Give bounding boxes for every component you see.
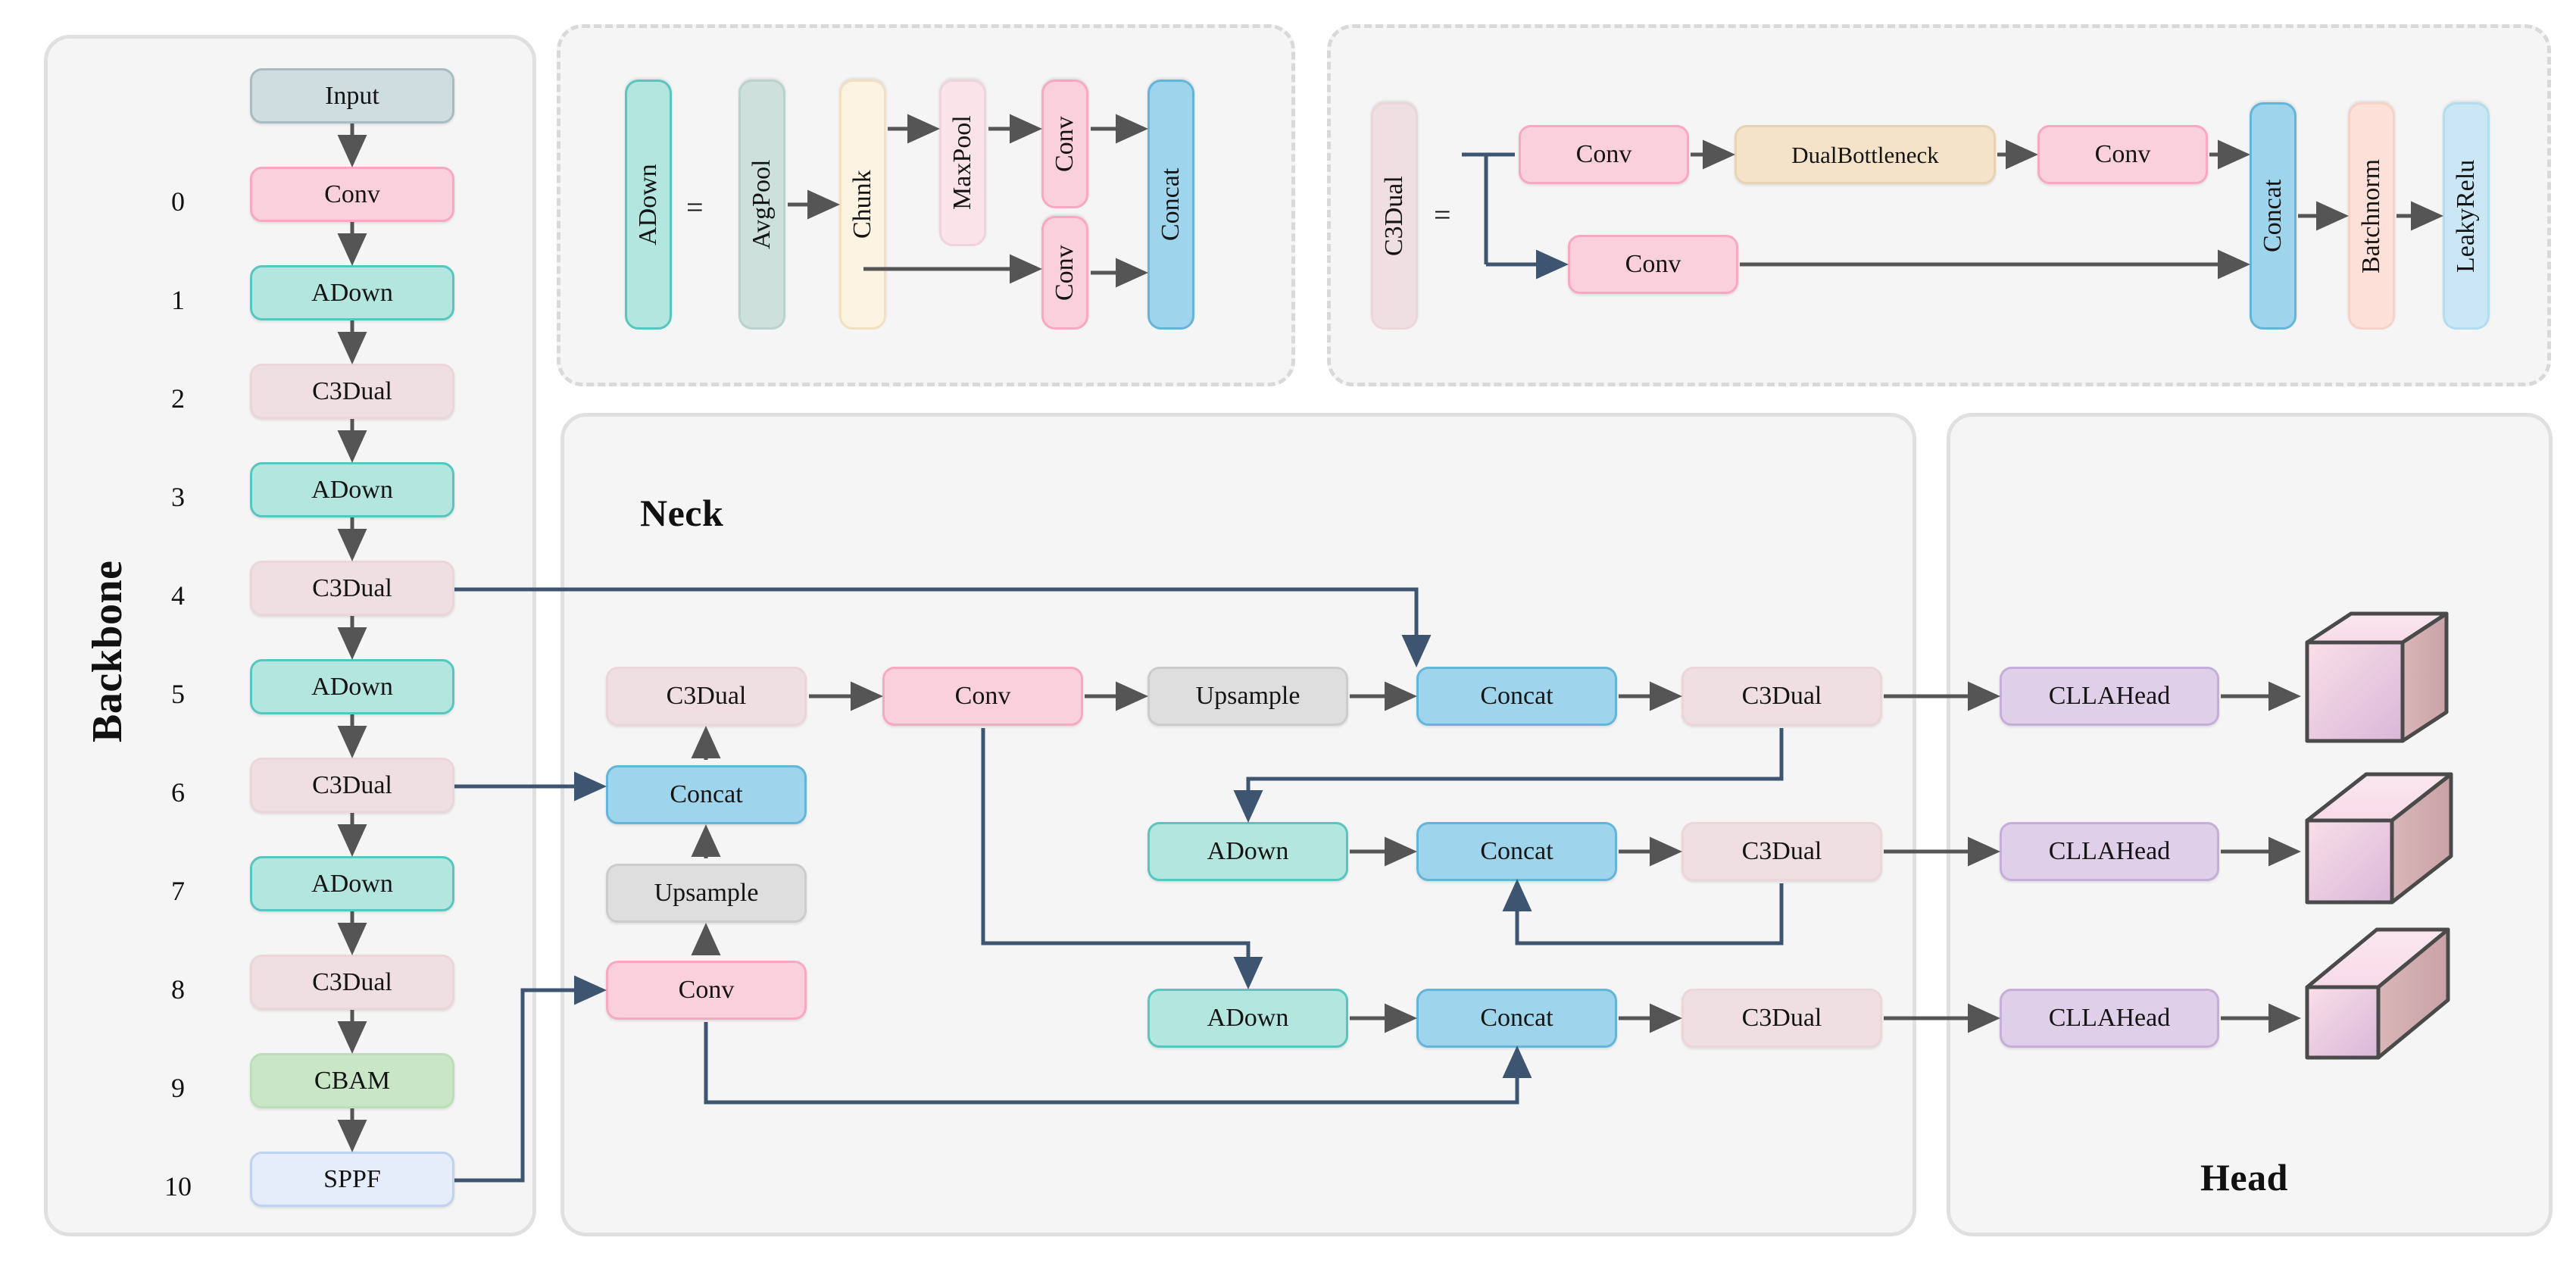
- backbone-node-c3dual-8[interactable]: C3Dual: [250, 955, 454, 1010]
- backbone-index-9: 9: [171, 1073, 185, 1103]
- backbone-node-sppf[interactable]: SPPF: [250, 1152, 454, 1207]
- adown-detail-conv-top[interactable]: Conv: [1041, 80, 1088, 208]
- backbone-index-10: 10: [164, 1171, 192, 1202]
- backbone-node-adown-1[interactable]: ADown: [250, 265, 454, 320]
- backbone-node-adown-7[interactable]: ADown: [250, 856, 454, 911]
- backbone-index-2: 2: [171, 383, 185, 414]
- c3dual-detail-title[interactable]: C3Dual: [1371, 102, 1418, 330]
- neck-conv-row1[interactable]: Conv: [882, 667, 1083, 726]
- neck-title: Neck: [640, 492, 724, 534]
- adown-detail-concat[interactable]: Concat: [1147, 80, 1194, 330]
- backbone-index-1: 1: [171, 285, 185, 315]
- backbone-node-c3dual-4[interactable]: C3Dual: [250, 561, 454, 616]
- adown-detail-equals: =: [686, 190, 704, 224]
- neck-conv-left[interactable]: Conv: [606, 961, 807, 1020]
- backbone-node-input[interactable]: Input: [250, 68, 454, 123]
- backbone-index-7: 7: [171, 876, 185, 906]
- backbone-index-6: 6: [171, 777, 185, 808]
- backbone-node-adown-5[interactable]: ADown: [250, 659, 454, 714]
- neck-c3dual-row2[interactable]: C3Dual: [1681, 822, 1882, 881]
- backbone-node-conv[interactable]: Conv: [250, 167, 454, 222]
- neck-c3dual-row3[interactable]: C3Dual: [1681, 989, 1882, 1048]
- adown-detail-avgpool[interactable]: AvgPool: [738, 80, 785, 330]
- c3dual-detail-equals: =: [1434, 198, 1451, 232]
- adown-detail-conv-bottom[interactable]: Conv: [1041, 216, 1088, 330]
- backbone-index-4: 4: [171, 580, 185, 611]
- neck-c3dual-row1[interactable]: C3Dual: [1681, 667, 1882, 726]
- adown-detail-chunk[interactable]: Chunk: [839, 80, 886, 330]
- head-cllahead-3[interactable]: CLLAHead: [2000, 989, 2219, 1048]
- c3dual-detail-conv-top-1[interactable]: Conv: [1519, 125, 1689, 184]
- c3dual-detail-dualbottleneck[interactable]: DualBottleneck: [1735, 125, 1996, 184]
- neck-concat-row3[interactable]: Concat: [1416, 989, 1617, 1048]
- c3dual-detail-conv-top-2[interactable]: Conv: [2037, 125, 2208, 184]
- backbone-index-0: 0: [171, 186, 185, 217]
- head-cllahead-2[interactable]: CLLAHead: [2000, 822, 2219, 881]
- backbone-index-8: 8: [171, 974, 185, 1005]
- head-cllahead-1[interactable]: CLLAHead: [2000, 667, 2219, 726]
- c3dual-detail-leakyrelu[interactable]: LeakyRelu: [2443, 102, 2490, 330]
- neck-upsample-left[interactable]: Upsample: [606, 864, 807, 923]
- adown-detail-title[interactable]: ADown: [625, 80, 672, 330]
- backbone-title: Backbone: [84, 560, 131, 743]
- backbone-node-c3dual-6[interactable]: C3Dual: [250, 758, 454, 813]
- backbone-node-cbam[interactable]: CBAM: [250, 1053, 454, 1108]
- c3dual-detail-conv-bottom[interactable]: Conv: [1568, 235, 1738, 294]
- neck-adown-row3[interactable]: ADown: [1147, 989, 1348, 1048]
- adown-detail-maxpool[interactable]: MaxPool: [939, 80, 986, 246]
- head-title: Head: [2200, 1156, 2288, 1199]
- neck-adown-row2[interactable]: ADown: [1147, 822, 1348, 881]
- neck-concat-left[interactable]: Concat: [606, 765, 807, 824]
- c3dual-detail-batchnorm[interactable]: Batchnorm: [2348, 102, 2395, 330]
- neck-concat-row2[interactable]: Concat: [1416, 822, 1617, 881]
- neck-concat-row1[interactable]: Concat: [1416, 667, 1617, 726]
- c3dual-detail-concat[interactable]: Concat: [2250, 102, 2297, 330]
- backbone-index-3: 3: [171, 482, 185, 512]
- backbone-index-5: 5: [171, 679, 185, 709]
- backbone-panel: [44, 35, 536, 1236]
- neck-c3dual-left[interactable]: C3Dual: [606, 667, 807, 726]
- neck-upsample-row1[interactable]: Upsample: [1147, 667, 1348, 726]
- backbone-node-c3dual-2[interactable]: C3Dual: [250, 364, 454, 419]
- backbone-node-adown-3[interactable]: ADown: [250, 462, 454, 517]
